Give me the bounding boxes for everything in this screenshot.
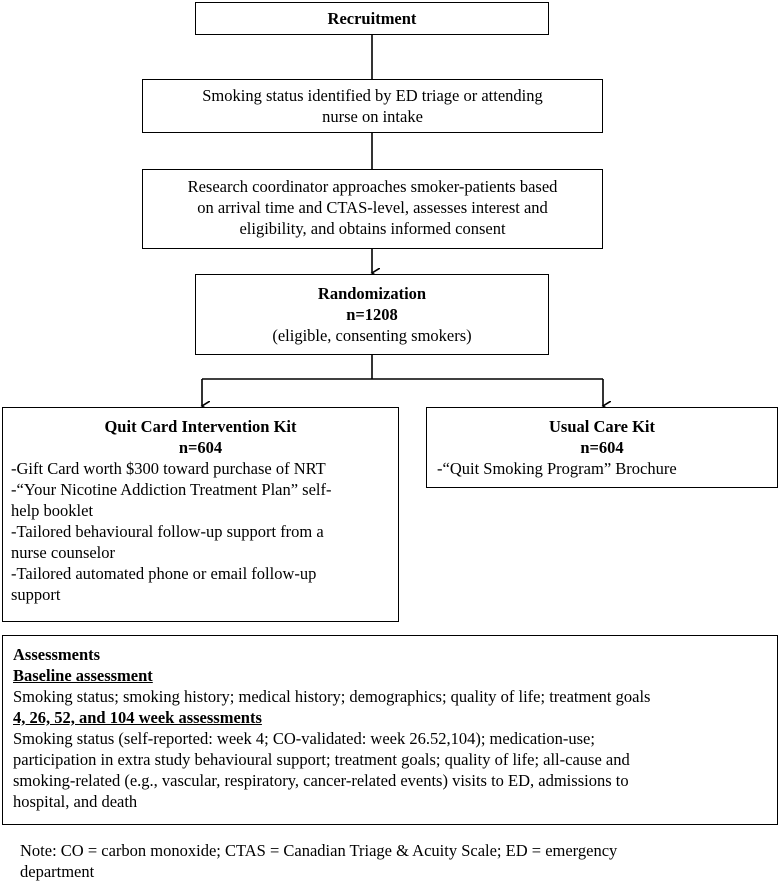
assessments-box: Assessments Baseline assessment Smoking … — [2, 635, 778, 825]
approach-line-1: Research coordinator approaches smoker-p… — [187, 177, 558, 196]
usual-care-n: n=604 — [580, 438, 624, 457]
quit-card-item-line: -“Your Nicotine Addiction Treatment Plan… — [11, 480, 332, 499]
usual-care-item-line: -“Quit Smoking Program” Brochure — [437, 459, 677, 478]
quit-card-item-line: -Tailored behavioural follow-up support … — [11, 522, 324, 541]
quit-card-item-line: help booklet — [11, 501, 94, 520]
approach-line-2: on arrival time and CTAS-level, assesses… — [197, 198, 548, 217]
assessments-title: Assessments — [13, 645, 101, 664]
quit-card-item-line: -Tailored automated phone or email follo… — [11, 564, 317, 583]
quit-card-n: n=604 — [178, 438, 223, 457]
followup-assessment-heading: 4, 26, 52, and 104 week assessments — [13, 708, 262, 727]
quit-card-item-line: -Gift Card worth $300 toward purchase of… — [11, 459, 326, 478]
usual-care-kit-box: Usual Care Kit n=604 -“Quit Smoking Prog… — [426, 407, 778, 488]
quit-card-kit-box: Quit Card Intervention Kit n=604 -Gift C… — [2, 407, 399, 622]
approach-box: Research coordinator approaches smoker-p… — [142, 169, 603, 249]
randomization-n: n=1208 — [346, 305, 398, 324]
followup-assessment-line: participation in extra study behavioural… — [13, 750, 630, 769]
identification-line-1: Smoking status identified by ED triage o… — [202, 86, 543, 105]
usual-care-title: Usual Care Kit — [548, 417, 656, 436]
quit-card-item-line: support — [11, 585, 61, 604]
randomization-box: Randomization n=1208 (eligible, consenti… — [195, 274, 549, 355]
recruitment-title: Recruitment — [327, 9, 417, 28]
identification-line-2: nurse on intake — [322, 107, 423, 126]
randomization-note: (eligible, consenting smokers) — [272, 326, 472, 345]
baseline-assessment-heading: Baseline assessment — [13, 666, 153, 685]
identification-box: Smoking status identified by ED triage o… — [142, 79, 603, 133]
randomization-title: Randomization — [317, 284, 427, 303]
recruitment-box: Recruitment — [195, 2, 549, 35]
approach-line-3: eligibility, and obtains informed consen… — [239, 219, 506, 238]
footnote-line-2: department — [20, 862, 95, 881]
followup-assessment-line: Smoking status (self-reported: week 4; C… — [13, 729, 595, 748]
baseline-assessment-text: Smoking status; smoking history; medical… — [13, 687, 651, 706]
footnote-line-1: Note: CO = carbon monoxide; CTAS = Canad… — [20, 841, 618, 860]
followup-assessment-line: smoking-related (e.g., vascular, respira… — [13, 771, 629, 790]
followup-assessment-line: hospital, and death — [13, 792, 138, 811]
quit-card-title: Quit Card Intervention Kit — [104, 417, 297, 436]
footnote: Note: CO = carbon monoxide; CTAS = Canad… — [20, 840, 770, 882]
quit-card-item-line: nurse counselor — [11, 543, 116, 562]
